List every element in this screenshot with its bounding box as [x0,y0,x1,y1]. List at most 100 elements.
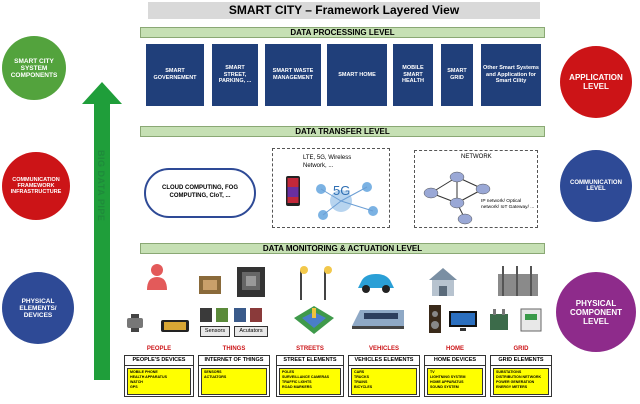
sensors-tag: Sensors [200,326,230,337]
street-lights-icon [300,266,332,300]
processing-box-grid: SMART GRID [441,44,473,106]
category-label-grid: GRID [513,346,529,352]
category-item: GPS [130,384,138,389]
processing-box-other: Other Smart Systems and Application for … [481,44,541,106]
cloud-computing-label: CLOUD COMPUTING, FOG COMPUTING, CIoT, ..… [162,185,238,199]
tv-icon [449,311,477,331]
category-head-things: INTERNET OF THINGS [199,356,269,366]
circle-communication-infrastructure-label: COMMUNICATION FRAMEWORK INFRASTRUCTURE [10,177,62,195]
page-title: SMART CITY – Framework Layered View [148,2,540,19]
cloud-computing: CLOUD COMPUTING, FOG COMPUTING, CIoT, ..… [144,168,256,218]
category-item: MOBILE PHONE [130,370,158,374]
category-panel-vehicles: VEHICLES ELEMENTS CARS TRUCKS TRAINS BIC… [348,355,420,397]
person-icon [147,264,167,290]
category-item: SENSORS [204,370,222,374]
transformer-icon [490,309,508,330]
category-label-home: HOME [446,346,464,352]
phone-device-icon [161,320,189,332]
category-panel-grid: GRID ELEMENTS SUBSTATIONS DISTRIBUTION N… [490,355,552,397]
category-items-vehicles: CARS TRUCKS TRAINS BICYCLES [351,368,417,395]
monitoring-level-band: DATA MONITORING & ACTUATION LEVEL [140,243,545,254]
category-items-people: MOBILE PHONE HEALTH APPARATUS WATCH GPS [127,368,191,395]
category-item: TRAINS [354,379,368,384]
category-item: ACTUATORS [204,374,227,379]
category-label-people: PEOPLE [146,346,172,352]
category-label-things: THINGS [222,346,246,352]
big-data-pipe-label: BIG DATA PIPE [96,150,106,222]
circle-communication-level-label: COMMUNICATION LEVEL [570,180,622,192]
circle-physical-component-level: PHYSICAL COMPONENT LEVEL [556,272,636,352]
circle-physical-component-level-label: PHYSICAL COMPONENT LEVEL [570,298,622,326]
smart-home-icon [429,268,457,296]
category-panel-people: PEOPLE'S DEVICES MOBILE PHONE HEALTH APP… [124,355,194,397]
circle-system-components-label: SMART CITY SYSTEM COMPONENTS [10,57,58,79]
circuit-board-icon [237,267,265,297]
circle-application-level: APPLICATION LEVEL [560,46,632,118]
circle-system-components: SMART CITY SYSTEM COMPONENTS [2,36,66,100]
category-item: BICYCLES [354,384,373,389]
wireless-network-label: LTE, 5G, Wireless Network, ... [303,155,352,169]
energy-meter-icon [520,308,542,332]
category-item: HEALTH APPARATUS [130,374,167,379]
processing-box-home: SMART HOME [327,44,387,106]
wireless-network-panel: LTE, 5G, Wireless Network, ... 5G [272,148,390,228]
category-item: TRAFFIC LIGHTS [282,379,312,384]
actuators-tag: Acutators [234,326,268,337]
smartphone-icon [286,176,300,206]
category-label-vehicles: VEHICLES [368,346,399,352]
category-item: POWER GENERATION [496,379,535,384]
speaker-icon [429,305,441,333]
category-item: CARS [354,370,365,374]
sensor-modules-icon [200,308,262,322]
category-item: SUBSTATIONS [496,370,522,374]
category-item: LIGHTNING SYSTEM [430,374,466,379]
category-item: POLES [282,370,295,374]
city-map-icon [294,306,334,334]
category-item: WATCH [130,379,143,384]
circle-physical-elements-label: PHYSICAL ELEMENTS/ DEVICES [19,297,57,319]
category-items-home: TV LIGHTNING SYSTEM HOME APPARATUS SOUND… [427,368,483,395]
sensor-device-icon [199,276,221,294]
category-items-things: SENSORS ACTUATORS [201,368,267,395]
category-items-grid: SUBSTATIONS DISTRIBUTION NETWORK POWER G… [493,368,549,395]
category-item: ROAD MARKERS [282,384,312,389]
processing-box-government: SMART GOVERNEMENT [146,44,204,106]
circle-communication-level: COMMUNICATION LEVEL [560,150,632,222]
fiveg-label: 5G [333,183,351,198]
transfer-level-band: DATA TRANSFER LEVEL [140,126,545,137]
smartwatch-icon [127,314,143,332]
category-item: TV [430,370,435,374]
network-note: IP network/ Optical network/ IoT Gateway… [481,199,535,210]
car-icon [358,274,394,293]
processing-box-waste: SMART WASTE MANAGEMENT [265,44,321,106]
category-item: HOME APPARATUS [430,379,464,384]
substation-icon [498,266,538,296]
circle-application-level-label: APPLICATION LEVEL [569,73,623,91]
network-topology-icon [423,171,491,225]
category-head-vehicles: VEHICLES ELEMENTS [349,356,419,366]
network-cluster-icon [316,182,378,220]
category-items-streets: POLES SURVEILLANCE CAMERAS TRAFFIC LIGHT… [279,368,341,395]
processing-box-street-parking: SMART STREET, PARKING, ... [212,44,258,106]
circle-communication-infrastructure: COMMUNICATION FRAMEWORK INFRASTRUCTURE [2,152,70,220]
category-panel-things: INTERNET OF THINGS SENSORS ACTUATORS [198,355,270,397]
category-head-grid: GRID ELEMENTS [491,356,551,366]
category-head-home: HOME DEVICES [425,356,485,366]
processing-level-band: DATA PROCESSING LEVEL [140,27,545,38]
category-head-streets: STREET ELEMENTS [277,356,343,366]
circle-physical-elements: PHYSICAL ELEMENTS/ DEVICES [2,272,74,344]
big-data-pipe-arrow [82,82,122,380]
category-panel-streets: STREET ELEMENTS POLES SURVEILLANCE CAMER… [276,355,344,397]
category-panel-home: HOME DEVICES TV LIGHTNING SYSTEM HOME AP… [424,355,486,397]
network-title: NETWORK [461,154,492,160]
category-head-people: PEOPLE'S DEVICES [125,356,193,366]
category-item: SURVEILLANCE CAMERAS [282,374,330,379]
category-label-streets: STREETS [296,346,324,352]
processing-box-health: MOBILE SMART HEALTH [393,44,433,106]
category-item: TRUCKS [354,374,369,379]
category-item: DISTRIBUTION NETWORK [496,374,542,379]
train-icon [352,310,404,329]
category-item: SOUND SYSTEM [430,384,459,389]
network-panel: NETWORK IP network/ Optical network/ IoT… [414,150,538,228]
category-item: ENERGY METERS [496,384,528,389]
